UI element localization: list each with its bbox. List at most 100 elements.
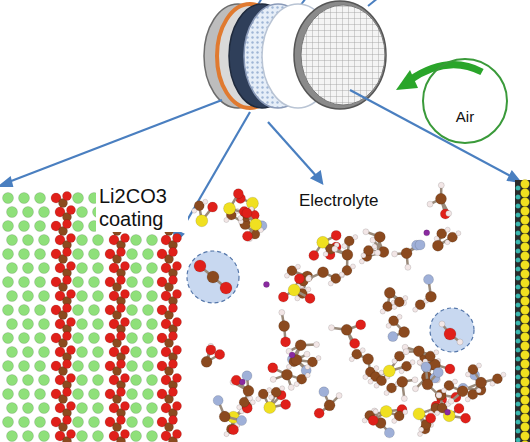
atom xyxy=(7,263,18,274)
atom xyxy=(35,249,46,260)
atom xyxy=(3,221,14,232)
atom xyxy=(239,379,245,385)
atom xyxy=(435,411,440,416)
atom xyxy=(117,276,126,285)
atom xyxy=(314,408,324,418)
atom xyxy=(19,417,30,428)
atom xyxy=(89,389,100,400)
node-text: Air xyxy=(456,108,474,125)
atom xyxy=(413,408,425,420)
atom xyxy=(93,235,104,246)
atom xyxy=(19,361,30,372)
atom xyxy=(208,202,218,212)
atom xyxy=(3,333,14,344)
atom xyxy=(373,409,378,414)
atom xyxy=(67,206,76,215)
atom xyxy=(288,384,294,390)
atom xyxy=(521,180,530,189)
atom xyxy=(363,375,368,380)
atom xyxy=(289,352,295,358)
atom xyxy=(19,221,30,232)
atom xyxy=(279,309,285,315)
atom xyxy=(413,346,424,357)
atom xyxy=(336,393,342,399)
atom xyxy=(224,432,229,437)
atom xyxy=(224,203,236,215)
atom xyxy=(117,304,126,313)
atom xyxy=(131,291,142,302)
atom xyxy=(309,251,319,261)
atom xyxy=(516,240,521,245)
atom xyxy=(318,267,329,278)
atom xyxy=(350,264,355,269)
atom xyxy=(412,377,418,383)
atom xyxy=(516,204,521,209)
atomistic-panels xyxy=(3,180,530,442)
atom xyxy=(35,305,46,316)
atom xyxy=(332,246,338,252)
atom xyxy=(73,221,84,232)
atom xyxy=(203,199,208,204)
atom xyxy=(353,235,358,240)
atom xyxy=(323,252,328,257)
atom xyxy=(361,253,366,258)
atom xyxy=(169,332,178,341)
atom xyxy=(121,346,130,355)
atom xyxy=(476,377,487,388)
atom xyxy=(422,379,433,390)
atom xyxy=(516,222,521,227)
atom xyxy=(206,345,216,355)
atom xyxy=(237,416,247,426)
atom xyxy=(173,430,182,439)
atom xyxy=(516,258,521,263)
atom xyxy=(173,290,182,299)
atom xyxy=(131,319,142,330)
atom xyxy=(436,392,442,398)
atom xyxy=(121,290,130,299)
atom xyxy=(445,364,455,374)
atom xyxy=(439,321,445,327)
panel-label: Electrolyte xyxy=(296,190,381,212)
atom xyxy=(392,251,398,257)
atom xyxy=(399,327,410,338)
atom xyxy=(89,333,100,344)
atom xyxy=(173,346,182,355)
atom xyxy=(521,414,530,423)
atom xyxy=(368,379,373,384)
atom xyxy=(516,303,521,308)
atom xyxy=(23,431,34,442)
atom xyxy=(432,240,443,251)
atom xyxy=(454,403,464,413)
atom xyxy=(342,249,353,260)
atom xyxy=(73,193,84,204)
atom xyxy=(516,420,521,425)
atom xyxy=(281,337,291,347)
atom xyxy=(23,235,34,246)
atom xyxy=(19,277,30,288)
atom xyxy=(147,403,158,414)
atom xyxy=(426,413,436,423)
atom xyxy=(425,291,436,302)
atom xyxy=(516,366,521,371)
atom xyxy=(147,347,158,358)
atom xyxy=(35,389,46,400)
atom xyxy=(516,393,521,398)
atom xyxy=(39,207,50,218)
atom xyxy=(445,409,451,415)
atom xyxy=(23,319,34,330)
atom xyxy=(419,427,424,432)
atom xyxy=(380,405,392,417)
atom xyxy=(305,373,310,378)
atom xyxy=(368,415,378,425)
atom xyxy=(7,375,18,386)
atom xyxy=(415,240,425,250)
atom xyxy=(63,388,72,397)
atom xyxy=(427,201,433,207)
atom xyxy=(23,291,34,302)
atom xyxy=(281,400,291,410)
atom xyxy=(127,417,138,428)
atom xyxy=(77,403,88,414)
atom xyxy=(516,384,521,389)
atom xyxy=(143,277,154,288)
